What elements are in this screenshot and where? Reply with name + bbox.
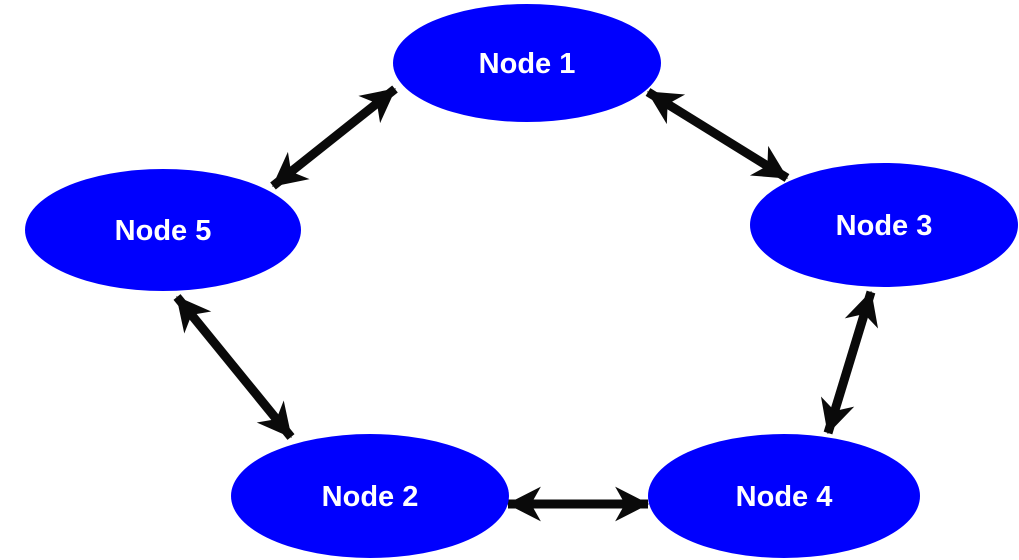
edge-node5-node1-arrow [270,85,398,190]
node-2: Node 2 [231,434,509,558]
node-3-shape [750,163,1018,287]
node-5-shape [25,169,301,291]
edge-node1-node3-arrow [645,88,790,182]
node-1-shape [393,4,661,122]
node-2-label: Node 2 [322,481,419,513]
node-3: Node 3 [750,163,1018,287]
node-4: Node 4 [648,434,920,558]
edge-node3-node4-arrow [820,290,879,435]
node-1: Node 1 [393,4,661,122]
node-5: Node 5 [25,169,301,291]
node-4-label: Node 4 [736,481,833,513]
node-3-label: Node 3 [836,210,933,242]
edge-node5-node2-arrow [173,294,295,440]
node-1-label: Node 1 [479,48,576,80]
node-2-shape [231,434,509,558]
node-5-label: Node 5 [115,215,212,247]
node-4-shape [648,434,920,558]
